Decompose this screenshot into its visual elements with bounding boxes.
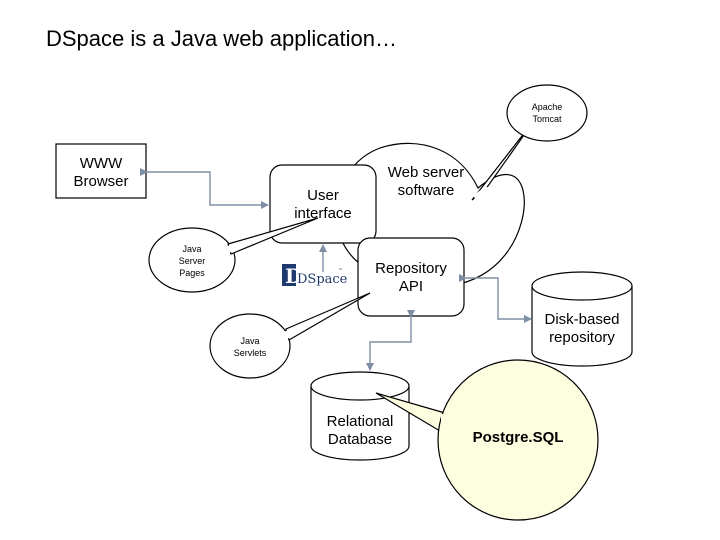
repository-api-label: Repository API [375,260,447,296]
dspace-logo: D DSpace ™ [282,264,348,288]
java-servlets-label: Java Servlets [233,336,267,359]
user-interface-label: User interface [294,187,352,223]
postgresql-label: Postgre.SQL [472,429,564,446]
postgresql-callout [375,359,599,521]
relational-database-cylinder [310,371,410,461]
java-server-pages-label: Java Server Pages [178,244,206,279]
java-server-pages-bubble [148,227,236,293]
disk-repository-label: Disk-based repository [544,311,620,347]
servlets-pointer [285,292,371,341]
web-server-label: Web server software [387,164,465,200]
connector-browser-ui [140,168,269,209]
apache-tomcat-bubble [506,84,588,142]
disk-repository-cylinder [531,271,633,367]
www-browser-label: WWW Browser [73,155,129,191]
slide-title: DSpace is a Java web application… [46,26,397,51]
svg-text:DSpace: DSpace [297,272,348,287]
user-interface-box [269,164,377,244]
svg-text:™: ™ [338,268,343,274]
www-browser-box [55,143,147,199]
java-servlets-bubble [209,313,291,379]
connector-api-disk [459,274,532,323]
relational-database-label: Relational Database [326,413,394,449]
connector-api-db [366,310,415,371]
svg-text:D: D [285,264,302,288]
apache-tomcat-label: Apache Tomcat [531,102,563,125]
